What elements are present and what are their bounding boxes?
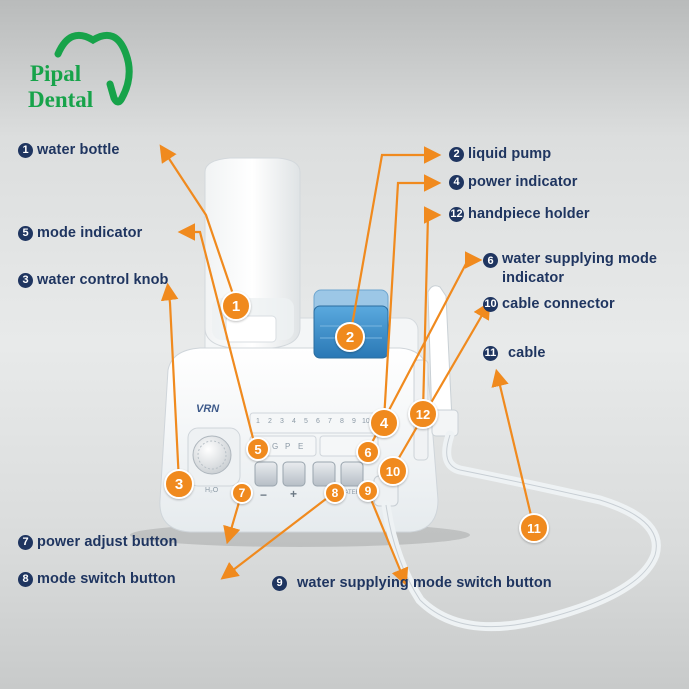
callout-number: 9: [272, 575, 287, 591]
badge-5: 5: [246, 437, 270, 461]
callout-water-control-knob: 3 water control knob: [18, 272, 169, 288]
callout-text: power adjust button: [37, 534, 178, 550]
callout-number: 8: [18, 571, 33, 587]
callout-text: water bottle: [37, 142, 120, 158]
callout-text: handpiece holder: [468, 206, 590, 222]
level-scale-8: 8: [340, 418, 344, 425]
device-brand-mark: VRN: [196, 403, 220, 415]
brand-name-line2: Dental: [28, 87, 94, 112]
callout-mode-indicator: 5 mode indicator: [18, 225, 142, 241]
callout-number: 12: [449, 206, 464, 222]
callout-number: 6: [483, 253, 498, 268]
callout-number: 2: [449, 146, 464, 162]
badge-12: 12: [408, 399, 438, 429]
callout-number: 3: [18, 272, 33, 288]
callout-number: 1: [18, 142, 33, 158]
callout-text: mode indicator: [37, 225, 143, 241]
callout-water-bottle: 1 water bottle: [18, 142, 120, 158]
water-label: WATER: [339, 490, 360, 496]
callout-number: 4: [449, 174, 464, 190]
badge-10: 10: [378, 456, 408, 486]
level-scale-5: 5: [304, 418, 308, 425]
callout-liquid-pump: 2 liquid pump: [449, 146, 551, 162]
callout-number: 7: [18, 534, 33, 550]
callout-mode-switch-button: 8 mode switch button: [18, 571, 176, 587]
knob-label: H₂O: [205, 487, 219, 494]
level-scale-4: 4: [292, 418, 296, 425]
badge-4: 4: [369, 408, 399, 438]
callout-power-indicator: 4 power indicator: [449, 174, 577, 190]
callout-cable-connector: 10 cable connector: [483, 296, 615, 312]
callout-text: power indicator: [468, 174, 578, 190]
callout-water-supplying-mode-indicator: 6 water supplying mode indicator: [483, 250, 662, 288]
callout-cable: 11 cable: [483, 345, 546, 361]
callout-number: 10: [483, 296, 498, 312]
callout-number: 5: [18, 225, 33, 241]
callout-text: cable: [508, 345, 546, 361]
level-scale-6: 6: [316, 418, 320, 425]
callout-power-adjust-button: 7 power adjust button: [18, 534, 177, 550]
callout-text: water supplying mode indicator: [502, 251, 658, 286]
mode-letter-g: G: [272, 442, 279, 451]
mode-letter-e: E: [298, 442, 304, 451]
callout-text: water supplying mode switch button: [297, 575, 552, 591]
callout-number: 11: [483, 345, 498, 361]
level-scale-3: 3: [280, 418, 284, 425]
callout-handpiece-holder: 12 handpiece holder: [449, 206, 590, 222]
level-scale-7: 7: [328, 418, 332, 425]
level-scale-1: 1: [256, 418, 260, 425]
level-scale-9: 9: [352, 418, 356, 425]
callout-water-supplying-mode-switch-button: 9 water supplying mode switch button: [272, 575, 552, 591]
badge-6: 6: [356, 440, 380, 464]
badge-7: 7: [231, 482, 253, 504]
plus-label: +: [290, 487, 298, 501]
badge-9: 9: [357, 480, 379, 502]
badge-2: 2: [335, 322, 365, 352]
brand-name-line1: Pipal: [30, 61, 82, 86]
callout-text: liquid pump: [468, 146, 552, 162]
minus-label: −: [260, 488, 268, 502]
badge-1: 1: [221, 291, 251, 321]
callout-text: water control knob: [37, 272, 169, 288]
badge-3: 3: [164, 469, 194, 499]
tooth-logo-icon: [54, 31, 133, 106]
badge-8: 8: [324, 482, 346, 504]
badge-11: 11: [519, 513, 549, 543]
level-scale-10: 10: [362, 418, 370, 425]
callout-text: cable connector: [502, 296, 615, 312]
callout-text: mode switch button: [37, 571, 176, 587]
level-scale-2: 2: [268, 418, 272, 425]
mode-letter-p: P: [285, 442, 291, 451]
